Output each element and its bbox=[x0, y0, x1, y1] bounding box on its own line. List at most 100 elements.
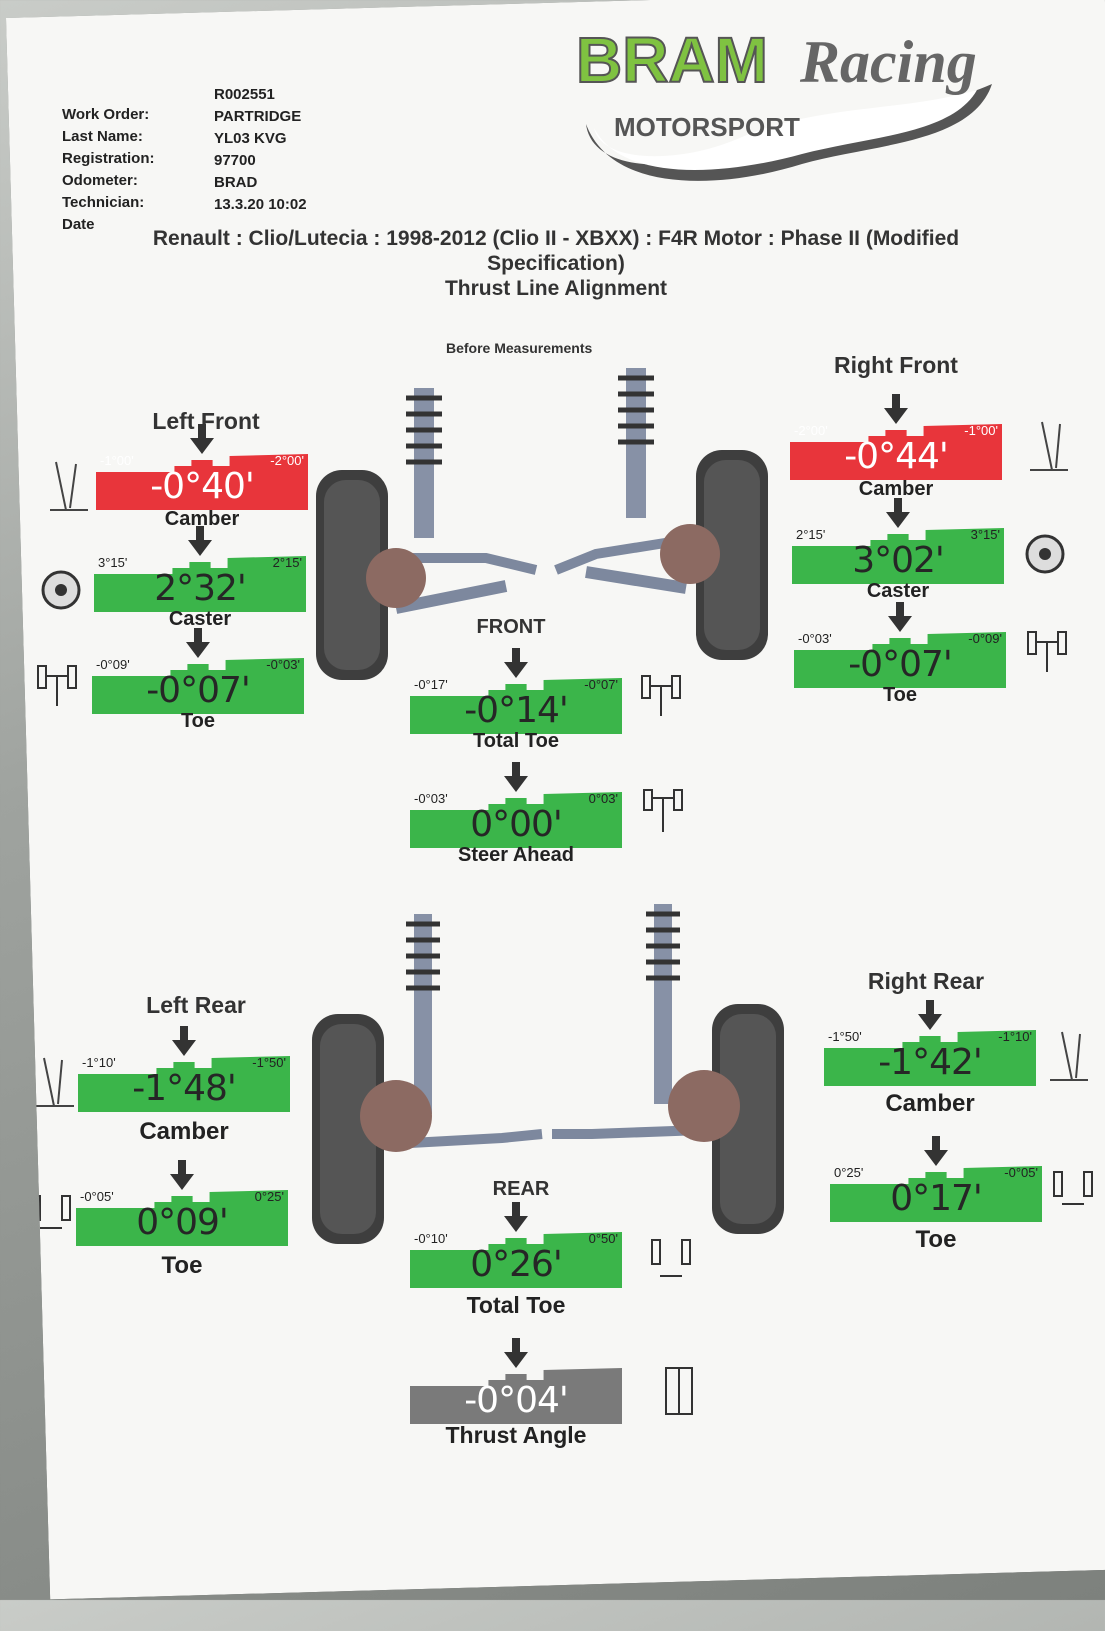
steer-ahead-label: Steer Ahead bbox=[458, 844, 574, 866]
lf-toe-label: Toe bbox=[180, 710, 216, 732]
toe-icon bbox=[28, 1188, 74, 1244]
rear-total-toe-label: Total Toe bbox=[466, 1292, 566, 1318]
indicator-arrow-icon bbox=[501, 1338, 531, 1368]
gauge-body bbox=[76, 1190, 288, 1246]
right-rear-title: Right Rear bbox=[867, 968, 985, 994]
title-line3: Thrust Line Alignment bbox=[444, 277, 668, 300]
gauge-shape bbox=[94, 552, 306, 612]
gauge-body bbox=[78, 1056, 290, 1112]
gauge-value: 0°17' bbox=[890, 1178, 982, 1219]
toe-icon bbox=[34, 658, 80, 714]
lr-toe-gauge: -0°05'0°25'0°09' bbox=[76, 1186, 288, 1246]
caster-icon bbox=[1022, 522, 1068, 578]
indicator-arrow-icon bbox=[187, 424, 217, 454]
gauge-shape bbox=[410, 788, 622, 848]
indicator-arrow-icon bbox=[501, 648, 531, 678]
gauge-body bbox=[410, 1368, 622, 1424]
before-measurements: Before Measurements bbox=[446, 340, 593, 356]
lf-caster-gauge: 3°15'2°15'2°32' bbox=[94, 552, 306, 612]
value-odometer: 97700 bbox=[214, 152, 256, 169]
front-total-toe-label: Total Toe bbox=[473, 730, 559, 752]
gauge-shape bbox=[410, 674, 622, 734]
label-technician: Technician: bbox=[62, 194, 145, 211]
value-date: 13.3.20 10:02 bbox=[214, 196, 307, 213]
steer-ahead-gauge: -0°03'0°03'0°00' bbox=[410, 788, 622, 848]
gauge-shape bbox=[76, 1186, 288, 1246]
indicator-arrow-icon bbox=[183, 628, 213, 658]
indicator-arrow-icon bbox=[169, 1026, 199, 1056]
front-total-toe-gauge: -0°17'-0°07'-0°14' bbox=[410, 674, 622, 734]
gauge-value: 3°02' bbox=[852, 540, 944, 581]
rf-toe-gauge: -0°03'-0°09'-0°07' bbox=[794, 628, 1006, 688]
indicator-arrow-icon bbox=[501, 762, 531, 792]
camber-icon bbox=[32, 1054, 78, 1110]
gauge-body bbox=[96, 454, 308, 510]
value-technician: BRAD bbox=[214, 174, 258, 191]
front-title: FRONT bbox=[476, 616, 546, 638]
gauge-body bbox=[790, 424, 1002, 480]
indicator-arrow-icon bbox=[915, 1000, 945, 1030]
total-toe-icon bbox=[638, 668, 684, 724]
gauge-shape bbox=[96, 450, 308, 510]
bram-racing-logo: BRAM Racing MOTORSPORT bbox=[572, 24, 1012, 184]
left-rear-title: Left Rear bbox=[146, 992, 246, 1018]
value-work-order: R002551 bbox=[214, 86, 275, 103]
gauge-value: -1°42' bbox=[878, 1042, 982, 1083]
indicator-arrow-icon bbox=[883, 498, 913, 528]
gauge-value: -0°40' bbox=[150, 466, 254, 507]
gauge-value: -0°44' bbox=[844, 436, 948, 477]
camber-icon bbox=[1046, 1028, 1092, 1084]
thrust-angle-icon bbox=[656, 1364, 702, 1420]
indicator-arrow-icon bbox=[167, 1160, 197, 1190]
gauge-value: -1°48' bbox=[132, 1068, 236, 1109]
gauge-body bbox=[94, 556, 306, 612]
gauge-value: 0°09' bbox=[136, 1202, 228, 1243]
gauge-body bbox=[410, 792, 622, 848]
gauge-body bbox=[830, 1166, 1042, 1222]
gauge-value: 2°32' bbox=[154, 568, 246, 609]
value-last-name: PARTRIDGE bbox=[214, 108, 302, 125]
report-sheet: Work Order: Last Name: Registration: Odo… bbox=[6, 0, 1105, 1599]
logo-brand2: Racing bbox=[799, 29, 977, 95]
gauge-shape bbox=[830, 1162, 1042, 1222]
indicator-arrow-icon bbox=[921, 1136, 951, 1166]
lr-toe-label: Toe bbox=[161, 1252, 203, 1279]
logo-brand1: BRAM bbox=[576, 24, 768, 96]
label-odometer: Odometer: bbox=[62, 172, 138, 189]
caster-icon bbox=[38, 558, 84, 614]
toe-icon bbox=[1050, 1164, 1096, 1220]
rr-toe-label: Toe bbox=[915, 1226, 957, 1253]
right-front-title: Right Front bbox=[834, 352, 958, 378]
steer-ahead-icon bbox=[640, 784, 686, 840]
gauge-body bbox=[410, 678, 622, 734]
gauge-shape bbox=[410, 1364, 622, 1424]
front-suspension-drawing bbox=[306, 358, 776, 688]
gauge-shape bbox=[794, 628, 1006, 688]
gauge-value: -0°07' bbox=[848, 644, 952, 685]
lf-camber-gauge: -1°00'-2°00'-0°40' bbox=[96, 450, 308, 510]
gauge-shape bbox=[792, 524, 1004, 584]
header-values: R002551 PARTRIDGE YL03 KVG 97700 BRAD 13… bbox=[214, 84, 307, 216]
gauge-value: -0°04' bbox=[464, 1380, 568, 1421]
gauge-shape bbox=[790, 420, 1002, 480]
rear-total-toe-gauge: -0°10'0°50'0°26' bbox=[410, 1228, 622, 1288]
vehicle-title: Renault : Clio/Lutecia : 1998-2012 (Clio… bbox=[86, 226, 1026, 301]
indicator-arrow-icon bbox=[501, 1202, 531, 1232]
thrust-angle-gauge: -0°04' bbox=[410, 1364, 622, 1424]
gauge-body bbox=[824, 1030, 1036, 1086]
rear-total-toe-icon bbox=[648, 1232, 694, 1288]
indicator-arrow-icon bbox=[885, 602, 915, 632]
toe-icon bbox=[1024, 624, 1070, 680]
indicator-arrow-icon bbox=[185, 526, 215, 556]
rear-title: REAR bbox=[492, 1178, 550, 1200]
gauge-shape bbox=[824, 1026, 1036, 1086]
gauge-value: -0°14' bbox=[464, 690, 568, 731]
gauge-value: 0°00' bbox=[470, 804, 562, 845]
gauge-value: 0°26' bbox=[470, 1244, 562, 1285]
rf-toe-label: Toe bbox=[882, 684, 918, 706]
gauge-shape bbox=[92, 654, 304, 714]
lf-toe-gauge: -0°09'-0°03'-0°07' bbox=[92, 654, 304, 714]
rf-camber-gauge: -2°00'-1°00'-0°44' bbox=[790, 420, 1002, 480]
rf-caster-label: Caster bbox=[866, 580, 930, 602]
rear-suspension-drawing bbox=[302, 894, 792, 1254]
